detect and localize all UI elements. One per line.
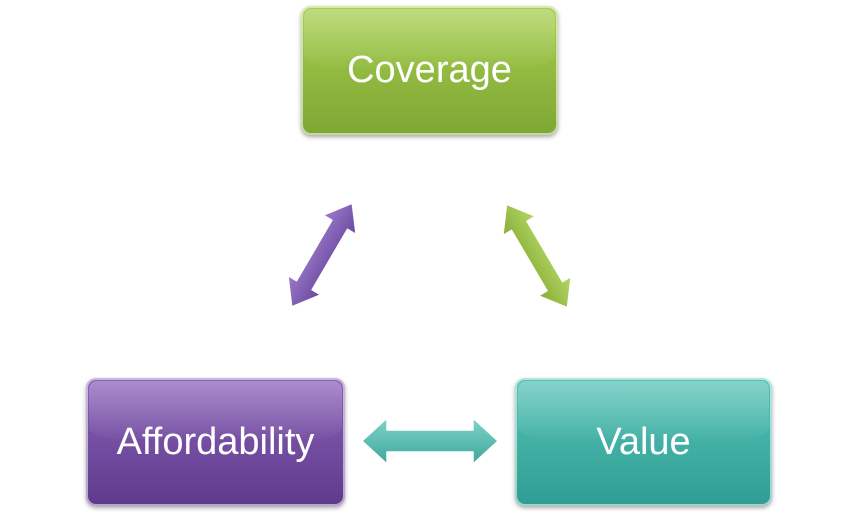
value-label: Value <box>596 420 691 463</box>
affordability-label: Affordability <box>116 420 315 463</box>
coverage-box: Coverage <box>301 6 558 135</box>
affordability-box: Affordability <box>86 378 345 506</box>
arrow-affordability-coverage <box>287 202 357 308</box>
arrow-coverage-value <box>502 203 572 309</box>
coverage-label: Coverage <box>347 49 512 91</box>
arrow-affordability-value <box>361 417 499 465</box>
value-box: Value <box>515 378 772 506</box>
